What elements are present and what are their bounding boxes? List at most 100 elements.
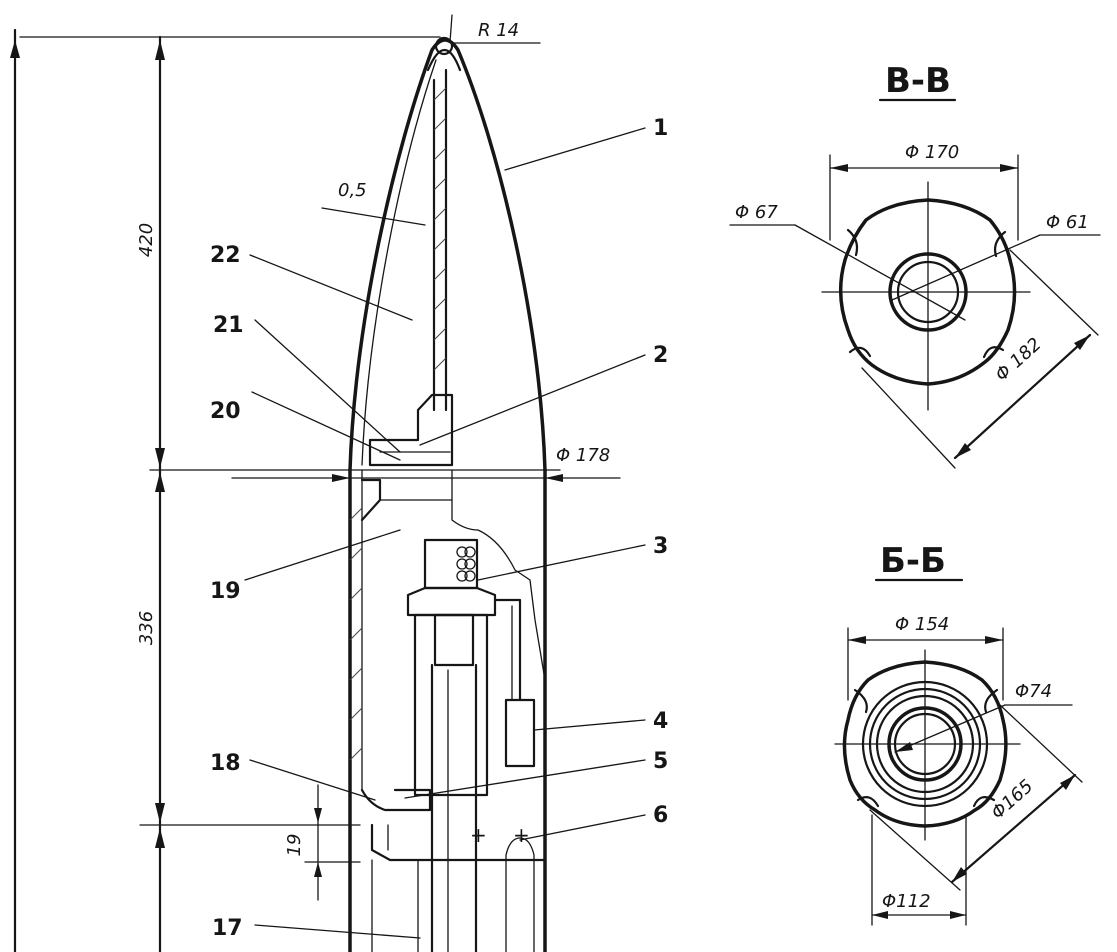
cross-mark: +: [513, 823, 530, 847]
arrow-head: [1074, 335, 1090, 350]
nose-base-fitting: [368, 393, 454, 467]
section-b-diagonal-label: Φ 182: [991, 334, 1045, 386]
section-be-bore-label: Φ74: [1015, 681, 1052, 702]
offset-label: 19: [284, 834, 305, 857]
arrow-head: [952, 867, 967, 882]
leader-19: [244, 529, 401, 581]
arrow-head: [314, 862, 322, 877]
tip-cap: [426, 49, 462, 72]
bore-right-leader: [891, 234, 1041, 301]
section-b-bore-right-label: Φ 61: [1046, 212, 1089, 233]
arrow-head: [872, 911, 888, 919]
callout-6: 6: [653, 803, 668, 828]
leader-6: [519, 814, 646, 841]
diameter-label: Φ 178: [556, 445, 610, 466]
leader-17: [254, 924, 421, 939]
arrow-head: [155, 472, 165, 492]
arrow-head: [830, 164, 848, 172]
callout-5: 5: [653, 749, 668, 774]
arrow-head: [332, 474, 350, 482]
section-be-view: Б-Б Φ 154 Φ74 Φ165: [834, 541, 1083, 926]
wall-thickness-label: 0,5: [338, 180, 367, 201]
callout-20: 20: [210, 399, 241, 424]
lug: [972, 795, 996, 808]
tip-radius-mark: [434, 36, 454, 56]
lug: [993, 230, 1007, 258]
wire-pipe: [493, 598, 522, 702]
leader-18: [249, 759, 376, 801]
lug: [856, 795, 880, 808]
lower-bulkhead: [370, 823, 547, 862]
tip-leader: [449, 14, 453, 43]
diagonal-dimension-line: [950, 773, 1077, 884]
leader-2: [419, 354, 646, 446]
arrow-head: [545, 474, 563, 482]
section-b-outer-label: Φ 170: [905, 142, 959, 163]
section-be-base-label: Φ112: [882, 891, 931, 912]
leader-3: [477, 544, 646, 581]
bore-leader: [894, 704, 1006, 753]
section-b-view: B-B Φ 170 Φ 67 Φ 61: [729, 61, 1101, 469]
lug: [853, 688, 868, 714]
leader-4: [533, 719, 646, 731]
lower-ring: [360, 788, 432, 812]
leader-5: [404, 759, 646, 799]
lug: [848, 346, 872, 358]
arrow-head: [1060, 775, 1075, 790]
bore-left-leader: [794, 224, 966, 321]
body-length-label: 336: [136, 611, 157, 645]
section-be-title: Б-Б: [880, 541, 946, 581]
arrow-head: [950, 911, 966, 919]
section-b-title: B-B: [885, 61, 951, 101]
callout-21: 21: [213, 313, 244, 338]
callout-17: 17: [212, 916, 243, 941]
callout-18: 18: [210, 751, 241, 776]
callout-1: 1: [653, 116, 668, 141]
diagonal-extension: [1009, 249, 1099, 336]
break-line: [451, 469, 546, 681]
main-view: 420 336 19 R 14: [10, 14, 668, 952]
diagonal-dimension-line: [953, 333, 1092, 460]
lug: [846, 228, 859, 257]
callout-2: 2: [653, 343, 668, 368]
leader-21: [254, 319, 401, 453]
nose-cone-outline: [348, 38, 547, 472]
component-box: [504, 698, 536, 768]
coupling-ring: [360, 478, 382, 522]
arrow-head: [895, 742, 913, 752]
lug: [982, 346, 1005, 359]
diagonal-extension: [999, 704, 1083, 783]
section-be-outer-label: Φ 154: [895, 614, 949, 635]
engine-nozzle: [433, 613, 475, 667]
arrow-head: [155, 828, 165, 848]
callout-3: 3: [653, 534, 668, 559]
arrow-head: [955, 443, 971, 458]
arrow-head: [1000, 164, 1018, 172]
callout-4: 4: [653, 709, 668, 734]
leader-1: [504, 127, 646, 171]
tip-radius-label: R 14: [478, 20, 519, 41]
arrow-head: [155, 803, 165, 823]
arrow-head: [155, 448, 165, 468]
rod-hatching: [433, 87, 447, 371]
arrow-head: [155, 40, 165, 60]
nose-length-label: 420: [136, 223, 157, 257]
body-wall-hatching: [349, 507, 363, 761]
arrow-head: [314, 808, 322, 823]
arrow-head: [10, 40, 20, 58]
callout-19: 19: [210, 579, 241, 604]
lower-tube: [505, 837, 535, 952]
callout-22: 22: [210, 243, 241, 268]
lug: [984, 688, 999, 714]
engine-collar: [406, 586, 497, 617]
nose-cone-inner-wall: [361, 59, 437, 466]
diagonal-extension: [861, 367, 956, 469]
leader-22: [249, 254, 413, 321]
spring-coil: [456, 546, 476, 582]
cross-mark: +: [470, 823, 487, 847]
arrow-head: [848, 636, 866, 644]
wall-thickness-leader: [321, 207, 426, 226]
arrow-head: [985, 636, 1003, 644]
diagonal-extension: [869, 809, 961, 891]
